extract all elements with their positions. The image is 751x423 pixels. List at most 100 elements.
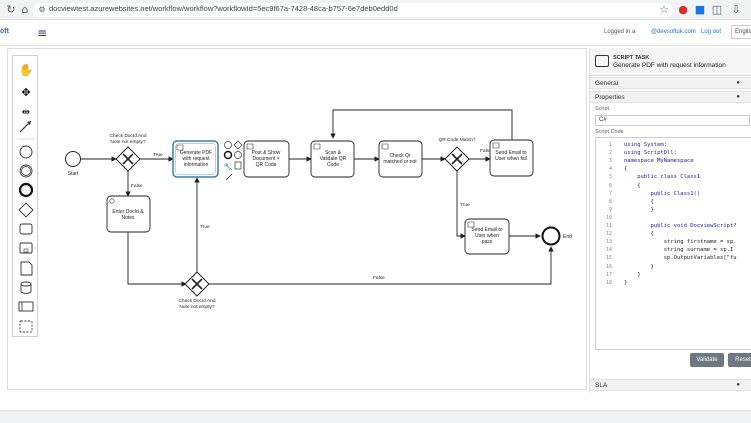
bottom-bar — [0, 410, 751, 423]
task-send-email-pass[interactable] — [464, 218, 510, 255]
append-intermediate-icon[interactable] — [234, 151, 242, 159]
task-enter-docid[interactable] — [106, 195, 151, 233]
validate-button[interactable]: Validate — [690, 353, 724, 367]
logout-link[interactable]: Log out — [701, 29, 722, 35]
gateway-check-docid[interactable] — [115, 146, 141, 172]
section-sla-dot-icon: ● — [736, 382, 740, 388]
reset-button[interactable]: Reset — [728, 353, 751, 367]
lasso-tool-icon[interactable]: ✥ — [21, 87, 30, 99]
data-store-icon[interactable] — [20, 281, 32, 294]
gateway-check-docid-2[interactable] — [184, 271, 210, 297]
script-task-icon — [595, 55, 609, 67]
language-select[interactable]: English — [731, 25, 751, 39]
start-label: Start — [68, 171, 79, 177]
task-post-show-line1: Post & Show — [252, 150, 281, 156]
intermediate-event-icon[interactable] — [19, 164, 33, 178]
context-pad: 🔧 — [223, 140, 253, 181]
user-email: @devsoftuk.com — [651, 29, 696, 35]
task-name: Generate PDF with request information — [613, 62, 726, 69]
pool-icon[interactable] — [18, 301, 34, 312]
start-event-icon[interactable] — [19, 145, 33, 159]
section-general-dot-icon: ● — [736, 80, 740, 86]
code-line: } — [624, 279, 628, 286]
back-icon[interactable]: ↻ — [6, 3, 16, 16]
append-event-icon[interactable] — [224, 141, 232, 149]
task-fail-line2: User when fail — [495, 156, 527, 162]
browser-toolbar: ↻ ⌂ ⚙ docviewtest.azurewebsites.net/work… — [0, 0, 751, 20]
line-number: 10 — [605, 214, 612, 221]
site-info-icon[interactable]: ⚙ — [38, 5, 46, 14]
hand-tool-icon[interactable]: ✋ — [19, 63, 34, 77]
gateway-icon[interactable] — [18, 202, 34, 218]
code-line: public Class1() — [624, 190, 701, 197]
data-object-icon[interactable] — [20, 261, 33, 276]
delete-icon[interactable] — [234, 161, 242, 170]
code-line: } — [624, 263, 654, 270]
download-icon[interactable]: ⇩ — [731, 3, 741, 16]
task-scan-line3: Code — [327, 162, 339, 168]
group-icon[interactable] — [19, 320, 33, 333]
flow-false-label: False — [131, 183, 143, 189]
line-number: 12 — [605, 231, 612, 238]
task-pass-line1: Send Email to — [471, 227, 502, 233]
subprocess-icon[interactable] — [19, 242, 33, 254]
task-scan-line2: Validate QR — [320, 156, 347, 162]
code-line: } — [624, 206, 654, 213]
space-tool-icon[interactable]: ⇹ — [22, 107, 30, 118]
app-header: oft ≡ Logged in a @devsoftuk.com Log out… — [0, 20, 751, 46]
code-line: string surname = sp.I — [624, 247, 734, 254]
bpmn-diagram: Start End Check DocId And Note not empty… — [65, 109, 572, 310]
logged-in-text: Logged in a — [604, 29, 636, 35]
profile-extension-icon[interactable]: ■ — [694, 3, 706, 16]
task-icon[interactable] — [19, 223, 33, 235]
end-event[interactable] — [541, 226, 561, 246]
task-enter-docid-line1: Enter DocId & — [112, 209, 144, 215]
end-event-icon[interactable] — [18, 182, 34, 198]
line-number: 16 — [605, 263, 612, 270]
code-line: namespace MyNamespace — [624, 158, 694, 165]
script-language-field[interactable]: C# — [595, 115, 750, 126]
task-enter-docid-line2: Notes — [121, 215, 135, 221]
section-properties-dot-icon: ● — [736, 94, 740, 100]
line-number: 14 — [605, 247, 612, 254]
start-event[interactable] — [65, 151, 81, 167]
extension-icon[interactable]: ● — [678, 3, 688, 16]
line-number: 4 — [608, 166, 612, 173]
menu-icon[interactable]: ≡ — [37, 26, 48, 40]
connect-tool-icon[interactable] — [19, 120, 32, 133]
task-send-email-fail[interactable] — [489, 139, 534, 177]
section-sla[interactable]: SLA ● — [590, 379, 751, 391]
home-icon[interactable]: ⌂ — [21, 3, 29, 16]
logo[interactable]: oft — [0, 28, 9, 35]
section-general-label: General — [595, 80, 619, 87]
code-line: { — [624, 231, 654, 238]
code-line: { — [624, 166, 628, 173]
code-line: public class Class1 — [624, 174, 701, 181]
task-generate-pdf[interactable] — [172, 140, 219, 178]
line-number: 17 — [605, 271, 612, 278]
task-scan-validate[interactable] — [310, 140, 355, 178]
tool-palette: ✋ ✥ ⇹ — [12, 55, 38, 337]
append-end-event-icon[interactable] — [223, 150, 233, 160]
line-number: 7 — [608, 190, 612, 197]
address-bar[interactable]: ⚙ docviewtest.azurewebsites.net/workflow… — [33, 3, 673, 17]
append-gateway-icon[interactable] — [233, 140, 243, 150]
gateway2-label-line2: Note not empty? — [179, 304, 215, 310]
task-pass-line3: pass — [482, 239, 493, 245]
connect-icon[interactable] — [225, 173, 233, 181]
gateway-qr-match[interactable] — [444, 146, 470, 172]
task-post-show-line2: Document + — [252, 156, 279, 162]
task-post-show[interactable] — [243, 140, 290, 178]
wrench-icon[interactable]: 🔧 — [224, 162, 233, 171]
line-number: 3 — [608, 158, 612, 165]
extensions-puzzle-icon[interactable]: ◫ — [711, 3, 723, 16]
line-number: 9 — [608, 206, 612, 213]
task-check-qr[interactable] — [378, 140, 423, 178]
task-generate-pdf-line1: Generate PDF — [180, 150, 212, 156]
section-properties[interactable]: Properties ● — [590, 91, 751, 103]
flow-true-label: True — [153, 152, 163, 158]
code-line: sp.OutputVariables["fu — [624, 255, 737, 262]
star-icon[interactable]: ☆ — [659, 3, 669, 16]
section-general[interactable]: General ● — [590, 77, 751, 89]
